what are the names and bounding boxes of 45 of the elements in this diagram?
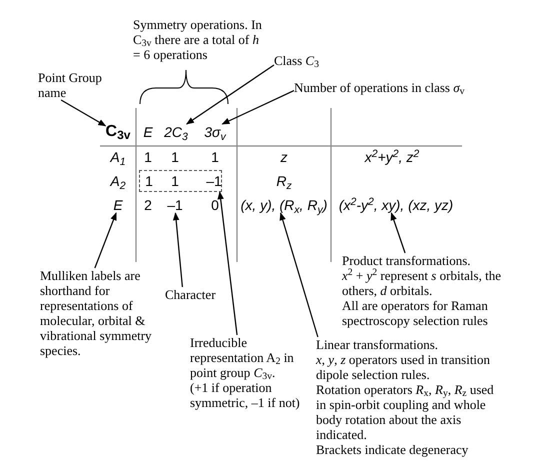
arrow <box>222 90 294 125</box>
character-value: 2 <box>144 197 152 213</box>
symmetry-label: E <box>113 197 123 213</box>
annotation-text: Class C$_{3}$ <box>274 53 319 68</box>
character-value: 1 <box>171 173 179 189</box>
arrow <box>280 212 318 338</box>
basis-function: (x, y), (R$_{x}$, R$_{y}$) <box>240 197 328 213</box>
annotation-text: (+1 if operation symmetric, –1 if not) <box>190 380 301 410</box>
arrow <box>217 191 238 336</box>
annotation-text: Brackets indicate degeneracy <box>316 442 470 457</box>
basis-function: R$_{z}$ <box>276 173 292 189</box>
point-group-symbol: C$_{3v}$ <box>106 124 130 140</box>
basis-function: (x$^{2}$-y$^{2}$, xy), (xz, yz) <box>338 197 454 213</box>
annotation-text: Mulliken labels are shorthand for representations of molecular, orbital & vibrational symmetry species. <box>40 268 158 358</box>
character-value: –1 <box>167 197 183 213</box>
operation-header: 2C$_{3}$ <box>164 124 188 140</box>
annotation-text: Product transformations. <box>342 253 472 268</box>
arrow <box>94 212 117 268</box>
operation-header: E <box>143 124 153 140</box>
annotation-text: Number of operations in class σ$_{v}$ <box>294 80 465 95</box>
character-value: 1 <box>145 173 153 189</box>
arrow <box>60 99 106 126</box>
dashed-highlight-box <box>139 170 222 192</box>
annotation-text: Character <box>165 287 216 302</box>
symmetry-label: A$_{1}$ <box>110 149 126 165</box>
character-value: –1 <box>206 173 222 189</box>
annotation-text: Rotation operators R$_{x}$, R$_{y}$, R$_{z}$ used in spin-orbit coupling and whole body rotation about the axis indicated. <box>316 382 495 442</box>
annotation-text: Point Group name <box>38 70 120 100</box>
basis-function: z <box>280 149 288 165</box>
annotation-text: x, y, z operators used in transition dipole selection rules. <box>316 352 492 382</box>
character-value: 1 <box>211 149 219 165</box>
arrow <box>172 212 183 288</box>
arrow <box>186 64 274 124</box>
annotation-text: Symmetry operations. In C$_{3v}$ there are a total of h = 6 operations <box>133 17 263 62</box>
basis-function: x$^{2}$+y$^{2}$, z$^{2}$ <box>364 149 420 165</box>
arrow <box>390 212 406 254</box>
annotation-text: All are operators for Raman spectroscopy selection rules <box>342 298 489 328</box>
annotation-text: Irreducible representation A$_{2}$ in point group C$_{3v}$. <box>190 335 295 380</box>
character-value: 0 <box>211 197 219 213</box>
annotation-text: Linear transformations. <box>316 337 440 352</box>
symmetry-label: A$_{2}$ <box>110 173 126 189</box>
character-value: 1 <box>144 149 152 165</box>
character-value: 1 <box>171 149 179 165</box>
operation-header: 3σ$_{v}$ <box>204 124 226 140</box>
annotation-text: x$^{2}$ + y$^{2}$ represent s orbitals, the others, d orbitals. <box>342 268 502 298</box>
